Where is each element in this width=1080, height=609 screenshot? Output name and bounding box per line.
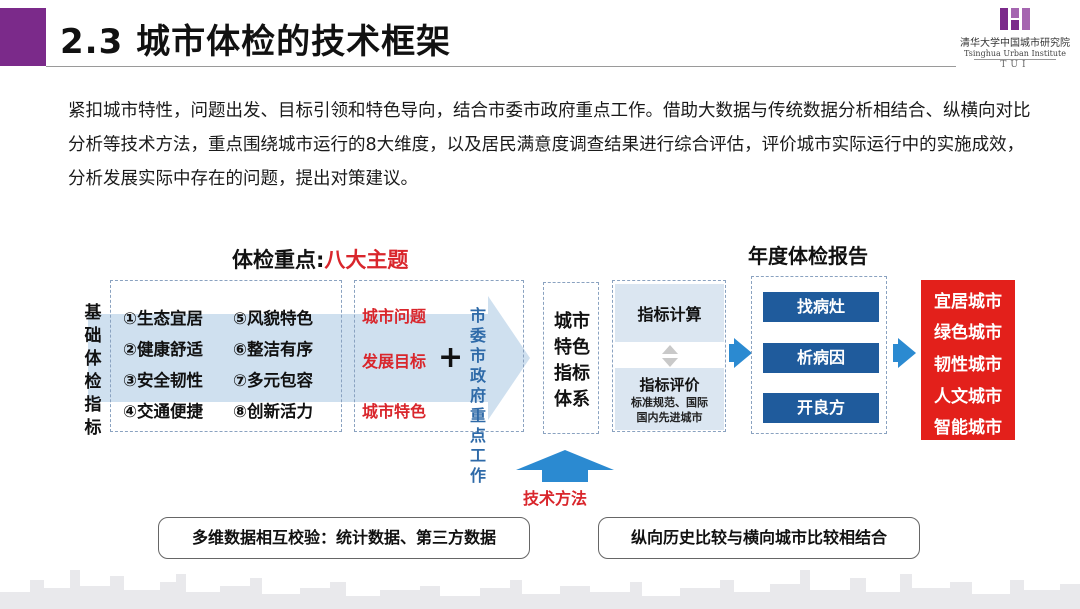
issue-item: 城市问题 [362,307,427,326]
theme-item: ⑤风貌特色 [233,309,313,328]
institute-logo: 清华大学中国城市研究院 Tsinghua Urban Institute TUI [960,6,1070,76]
plus-sign: + [438,340,464,375]
right-arrow-icon [898,338,916,368]
city-goal: 韧性城市 [934,355,1002,375]
intro-paragraph: 紧扣城市特性，问题出发、目标引领和特色导向，结合市委市政府重点工作。借助大数据与… [68,101,1031,189]
key-heading-prefix: 体检重点: [232,248,325,272]
party-key-work-label: 市委市政府重点工作 [470,306,487,485]
city-skyline-decoration [0,570,1080,609]
report-box [751,276,887,434]
institute-name-cn: 清华大学中国城市研究院 [960,38,1070,49]
city-goal: 绿色城市 [934,323,1002,343]
basic-indicator-label: 基础体检指标 [84,303,102,438]
theme-item: ⑥整洁有序 [233,340,313,359]
report-step-diagnose: 找病灶 [763,292,879,322]
issue-item: 发展目标 [362,352,427,371]
institute-name-en: Tsinghua Urban Institute [964,49,1066,58]
indicator-system-box: 城市特色指标体系 [543,282,599,434]
indicator-calc-label: 指标计算 [637,305,702,324]
page-title: 2.3 城市体检的技术框架 [60,22,452,62]
institute-logo-mark [1000,8,1030,30]
comparison-method-pill: 纵向历史比较与横向城市比较相结合 [598,517,920,559]
theme-item: ④交通便捷 [123,402,203,421]
issue-item: 城市特色 [362,402,427,421]
indicator-calc-panel: 指标计算 [615,284,724,342]
city-goal: 人文城市 [934,387,1002,407]
indicator-band [88,314,488,402]
city-goal: 智能城市 [934,418,1002,438]
report-step-prescribe: 开良方 [763,393,879,423]
right-arrow-icon [734,338,752,368]
report-arrow-stem [729,344,735,362]
theme-item: ⑧创新活力 [233,402,313,421]
indicator-eval-sub: 国内先进城市 [636,411,703,424]
theme-item: ②健康舒适 [123,340,203,359]
city-goal: 宜居城市 [934,292,1002,312]
header-accent-bar [0,8,46,66]
indicator-system-label: 城市特色指标体系 [554,311,590,410]
indicator-eval-label: 指标评价 [639,376,700,394]
theme-item: ⑦多元包容 [233,371,313,390]
header-divider [46,66,956,67]
report-step-analyze: 析病因 [763,343,879,373]
data-validation-pill: 多维数据相互校验：统计数据、第三方数据 [158,517,530,559]
tech-arrow-stem [542,470,588,482]
institute-abbr: TUI [974,59,1056,70]
up-arrow-icon [516,450,614,470]
key-heading-emphasis: 八大主题 [324,248,409,272]
themes-box: ①生态宜居 ⑤风貌特色 ②健康舒适 ⑥整洁有序 ③安全韧性 ⑦多元包容 ④交通便… [110,280,342,432]
theme-item: ①生态宜居 [123,309,203,328]
goals-arrow-stem [893,344,899,362]
key-themes-heading: 体检重点:八大主题 [232,244,408,274]
up-down-arrow-icon [662,345,678,367]
theme-item: ③安全韧性 [123,371,203,390]
indicator-eval-sub: 标准规范、国际 [631,396,708,409]
technique-label: 技术方法 [523,489,588,508]
indicator-eval-panel: 指标评价 标准规范、国际 国内先进城市 [615,368,724,430]
annual-report-heading: 年度体检报告 [748,244,868,268]
indicator-process-box [612,280,726,432]
city-goals-panel: 宜居城市 绿色城市 韧性城市 人文城市 智能城市 [921,280,1015,440]
issues-box: 城市问题 发展目标 城市特色 [354,280,524,432]
